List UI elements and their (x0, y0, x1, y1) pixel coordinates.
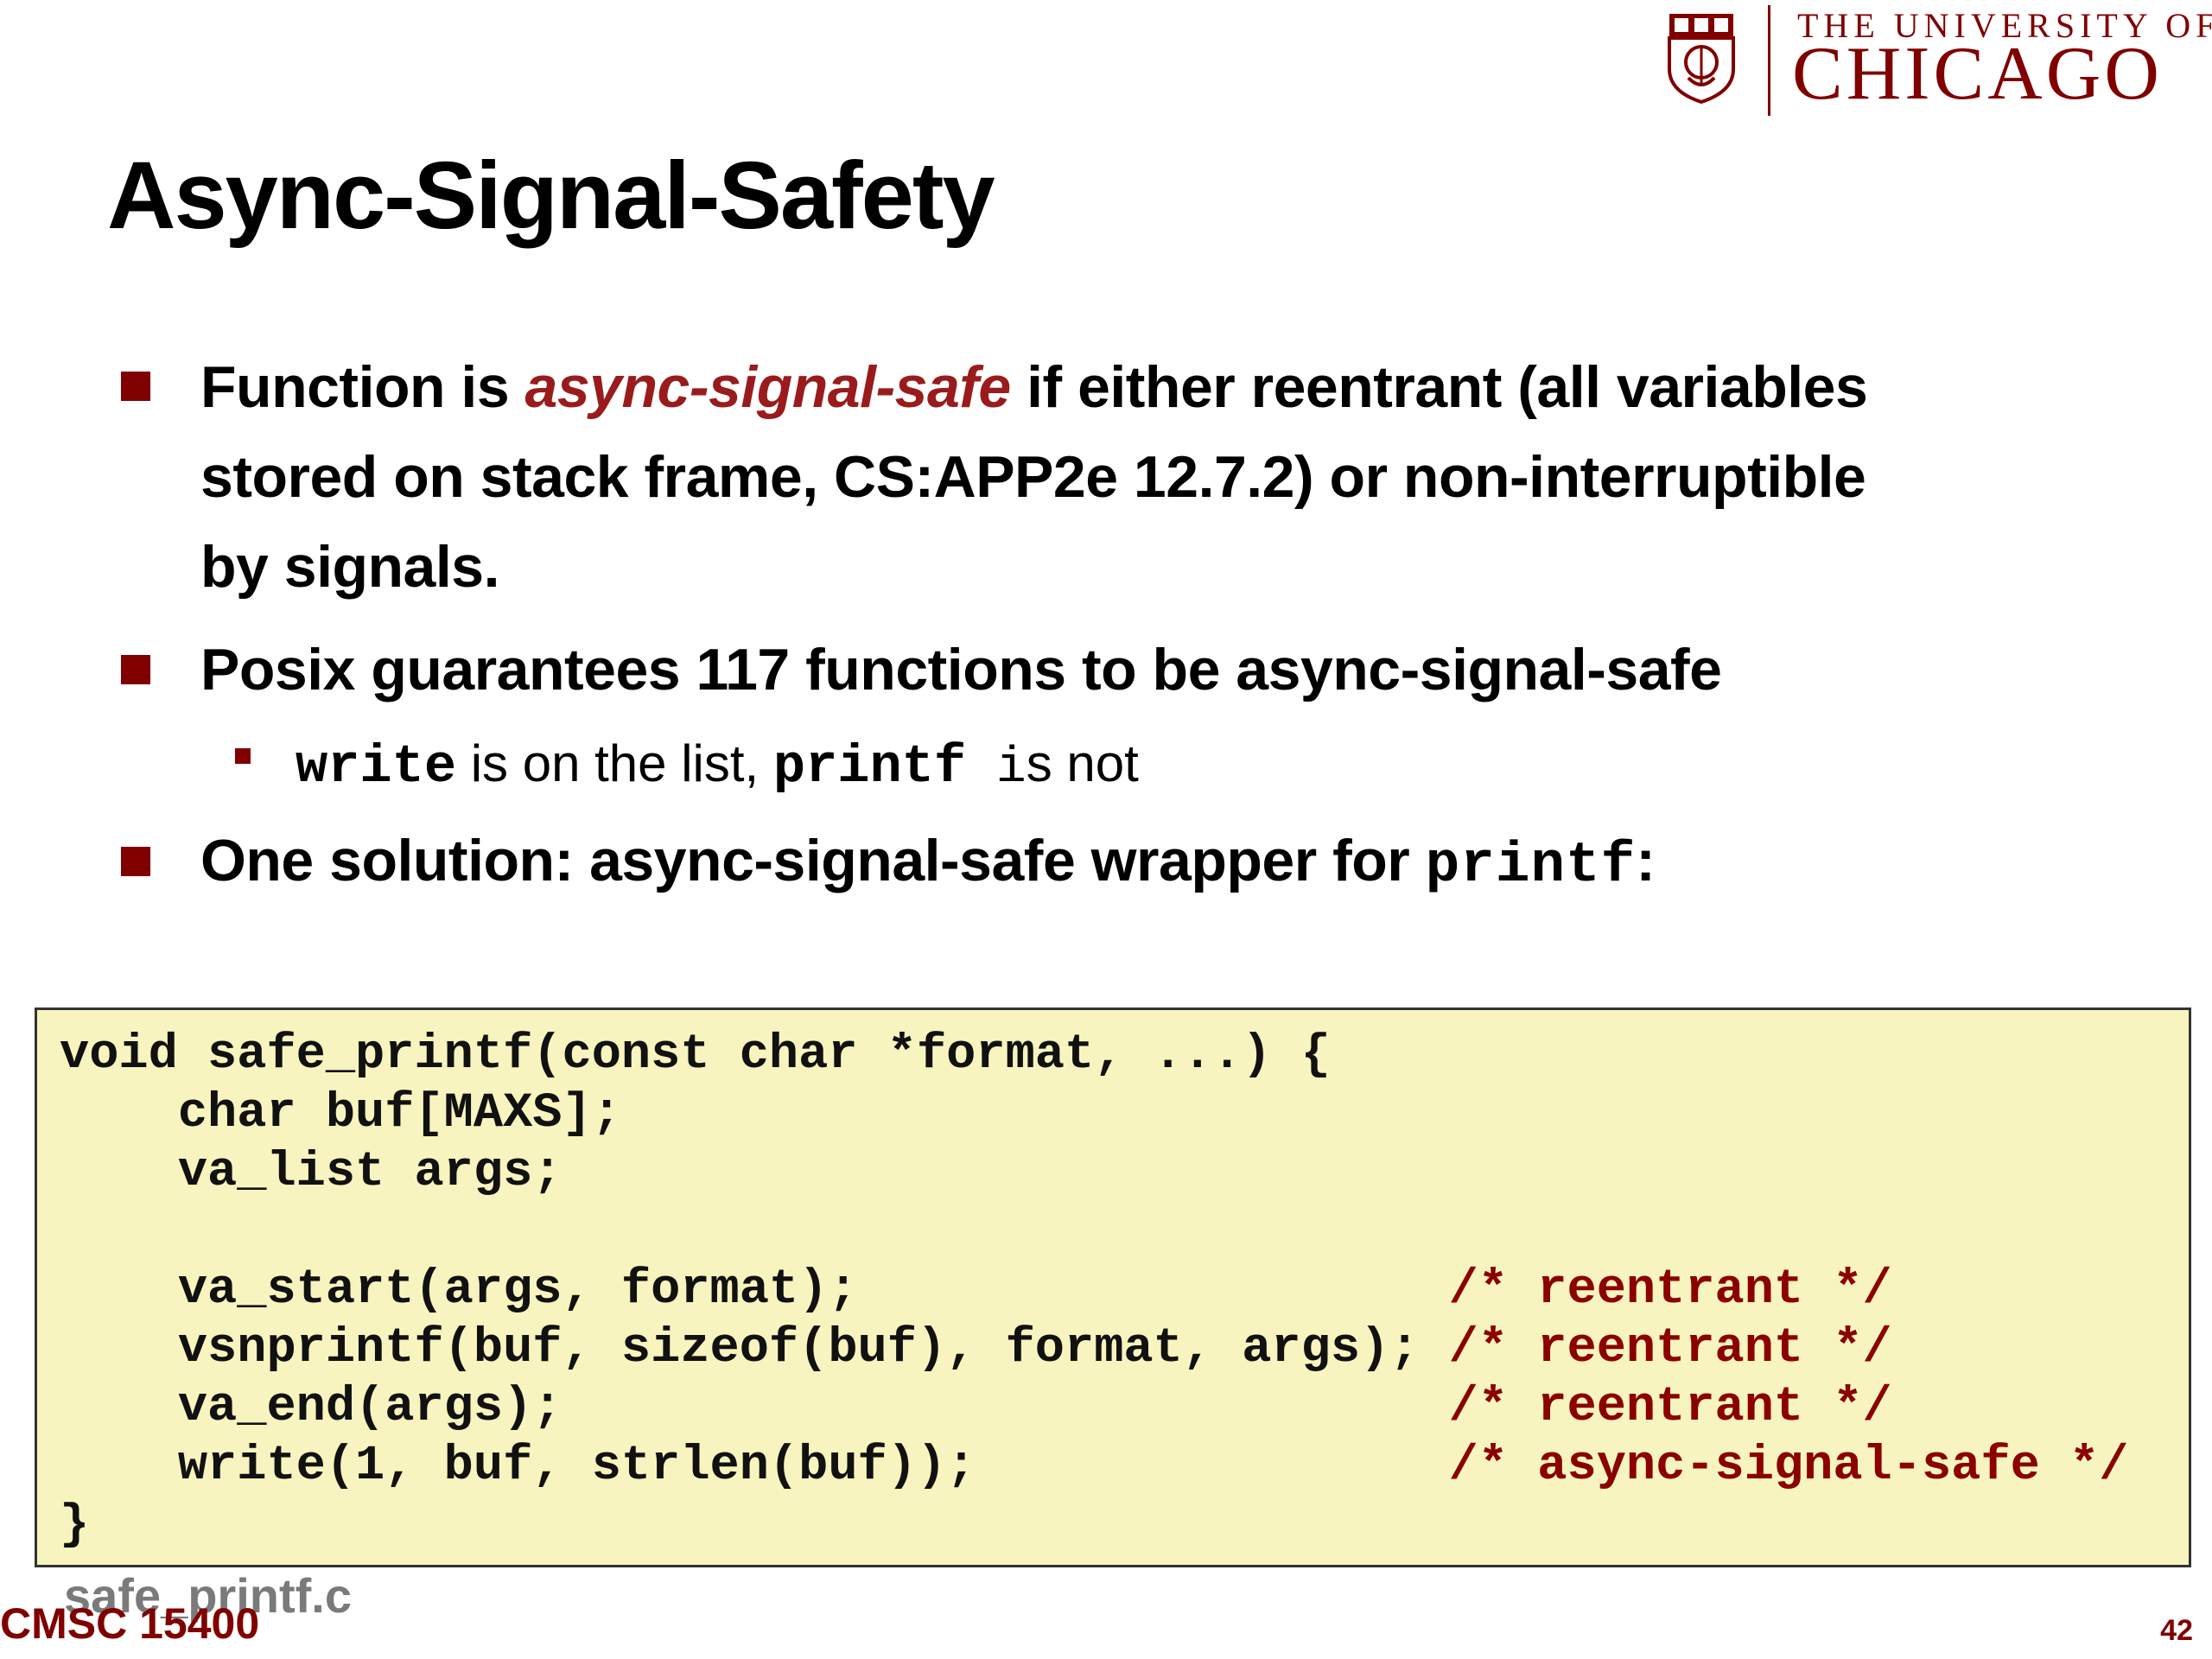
code-comment: /* reentrant */ (1448, 1380, 1892, 1435)
source-filename: safe_printf.c (64, 1568, 352, 1623)
code-write: write (296, 736, 457, 798)
bullet-text: : (1636, 828, 1656, 893)
code-line: write(1, buf, strlen(buf)); (60, 1439, 1449, 1494)
code-listing: void safe_printf(const char *format, ...… (60, 1026, 2128, 1554)
code-line: char buf[MAXS]; (60, 1086, 621, 1141)
sub-bullet-marker (235, 748, 251, 764)
course-label: CMSC 15400 (0, 1599, 260, 1648)
code-printf: printf (772, 736, 967, 798)
emphasis-term: async-signal-safe (524, 354, 1012, 420)
logo-divider (1768, 5, 1770, 116)
bullet-text: by signals. (200, 534, 499, 600)
logo-chicago: CHICAGO (1792, 32, 2163, 116)
slide-title: Async-Signal-Safety (107, 143, 995, 249)
university-seal-icon (1668, 14, 1735, 105)
sub-bullet-write-printf: write is on the list, printf is not (296, 733, 1139, 800)
bullet-text: Function is (200, 354, 525, 420)
code-line: } (60, 1497, 90, 1553)
code-comment: /* async-signal-safe */ (1448, 1439, 2129, 1494)
bullet-marker (121, 847, 150, 876)
code-line: va_start(args, format); (60, 1262, 1449, 1318)
code-comment: /* reentrant */ (1448, 1262, 1892, 1318)
code-line: void safe_printf(const char *format, ...… (60, 1027, 1331, 1083)
bullet-async-signal-safe-definition: Function is async-signal-safe if either … (200, 342, 1868, 612)
bullet-text: stored on stack frame, CS:APP2e 12.7.2) … (200, 444, 1866, 510)
university-logo: THE UNIVERSITY OF CHICAGO (1652, 0, 2212, 121)
sub-bullet-text: i (966, 741, 1027, 797)
logo-university-of: THE UNIVERSITY OF (1797, 6, 2212, 45)
code-comment: /* reentrant */ (1448, 1321, 1892, 1376)
bullet-text: if either reentrant (all variables (1010, 354, 1868, 420)
page-number: 42 (2160, 1614, 2193, 1647)
sub-bullet-text: s not (1026, 734, 1139, 792)
bullet-one-solution: One solution: async-signal-safe wrapper … (200, 816, 1656, 911)
code-line: va_list args; (60, 1145, 563, 1200)
code-printf: printf (1425, 833, 1637, 898)
code-listing-box: void safe_printf(const char *format, ...… (35, 1007, 2191, 1567)
bullet-text: One solution: async-signal-safe wrapper … (200, 828, 1426, 893)
sub-bullet-text: is on the list, (456, 734, 773, 792)
bullet-marker (121, 655, 150, 684)
bullet-posix-guarantee: Posix guarantees 117 functions to be asy… (200, 637, 1722, 702)
code-line: va_end(args); (60, 1380, 1449, 1435)
bullet-marker (121, 372, 150, 401)
code-line: vsnprintf(buf, sizeof(buf), format, args… (60, 1321, 1449, 1376)
